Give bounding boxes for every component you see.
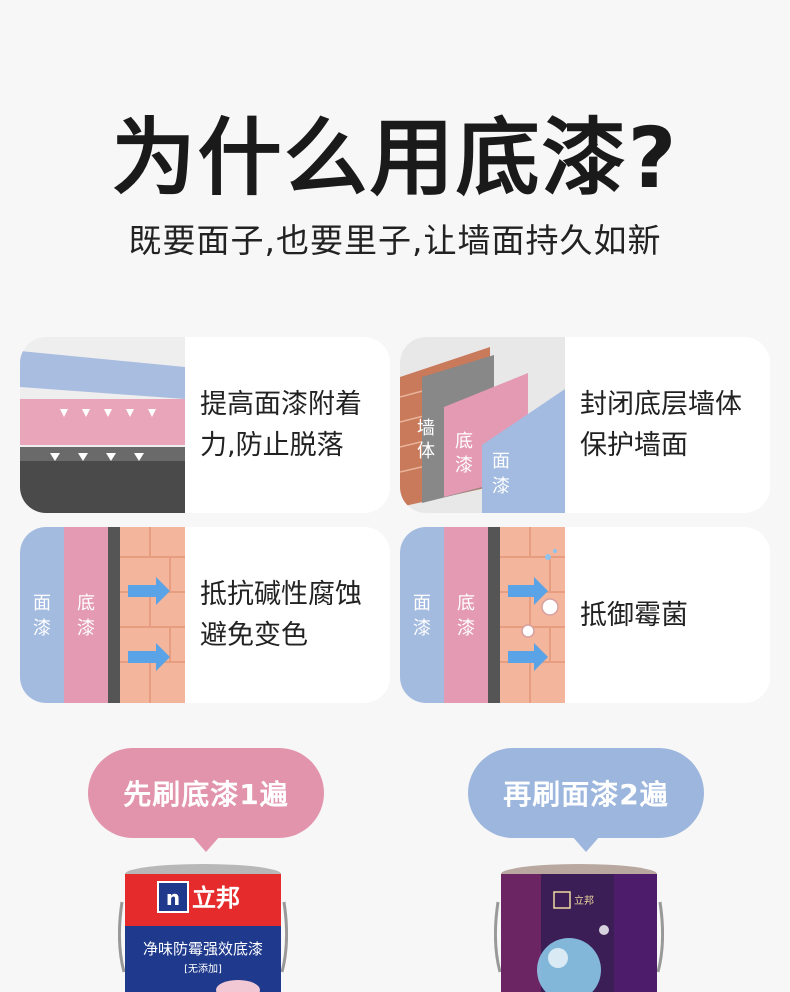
nippon-logo-icon: n bbox=[166, 886, 180, 910]
label-topcoat-1: 面 bbox=[492, 451, 510, 472]
arrow-icon bbox=[128, 577, 170, 671]
mold-resist-illustration: 面 漆 底 漆 bbox=[400, 527, 565, 703]
label-wall-1: 墙 bbox=[417, 418, 435, 439]
alkali-resist-illustration: 面 漆 底 漆 bbox=[20, 527, 185, 703]
label-topcoat-2: 漆 bbox=[492, 476, 510, 497]
label-topcoat-2: 漆 bbox=[413, 618, 431, 639]
label-topcoat-1: 面 bbox=[33, 593, 51, 614]
label-primer-1: 底 bbox=[455, 431, 473, 452]
label-primer-2: 漆 bbox=[457, 618, 475, 639]
page-subtitle: 既要面子,也要里子,让墙面持久如新 bbox=[128, 221, 662, 260]
label-primer-1: 底 bbox=[77, 593, 95, 614]
benefit-card-mold: 面 漆 底 漆 抵御霉菌 bbox=[400, 527, 770, 703]
layer-adhesion-illustration bbox=[20, 337, 185, 513]
nippon-logo-icon bbox=[553, 891, 571, 909]
benefit-card-seal: 墙 体 底 漆 面 漆 封闭底层墙体 保护墙面 bbox=[400, 337, 770, 513]
label-primer-1: 底 bbox=[457, 593, 475, 614]
benefit-text-line2: 力,防止脱落 bbox=[200, 430, 344, 461]
benefit-text-line1: 封闭底层墙体 bbox=[580, 389, 742, 420]
benefit-text-line2: 避免变色 bbox=[200, 620, 308, 651]
label-primer-2: 漆 bbox=[77, 618, 95, 639]
brand-name: 立邦 bbox=[192, 884, 240, 912]
brand-name: 立邦 bbox=[574, 894, 594, 907]
label-wall-2: 体 bbox=[417, 441, 435, 462]
product-tag: [无添加] bbox=[184, 962, 222, 975]
label-topcoat-2: 漆 bbox=[33, 618, 51, 639]
label-topcoat-1: 面 bbox=[413, 593, 431, 614]
product-name: 净味防霉强效底漆 bbox=[143, 940, 263, 958]
page-title: 为什么用底漆? bbox=[111, 109, 679, 207]
arrow-icon bbox=[508, 577, 548, 671]
step-primer-bubble: 先刷底漆1遍 bbox=[88, 748, 324, 852]
benefit-text-line1: 提高面漆附着 bbox=[200, 389, 362, 420]
topcoat-can-image: 立邦 bbox=[494, 864, 664, 992]
mold-spore-icon bbox=[521, 549, 559, 638]
benefit-text-line1: 抵抗碱性腐蚀 bbox=[200, 579, 362, 610]
wall-layers-illustration: 墙 体 底 漆 面 漆 bbox=[400, 337, 565, 513]
benefit-text-line1: 抵御霉菌 bbox=[580, 599, 688, 631]
benefit-text-line2: 保护墙面 bbox=[580, 430, 688, 461]
step-topcoat-bubble: 再刷面漆2遍 bbox=[468, 748, 704, 852]
primer-can-image: n 立邦 净味防霉强效底漆 [无添加] bbox=[118, 864, 288, 992]
label-primer-2: 漆 bbox=[455, 455, 473, 476]
benefit-card-alkali: 面 漆 底 漆 抵抗碱性腐蚀 避免变色 bbox=[20, 527, 390, 703]
benefit-card-adhesion: 提高面漆附着 力,防止脱落 bbox=[20, 337, 390, 513]
